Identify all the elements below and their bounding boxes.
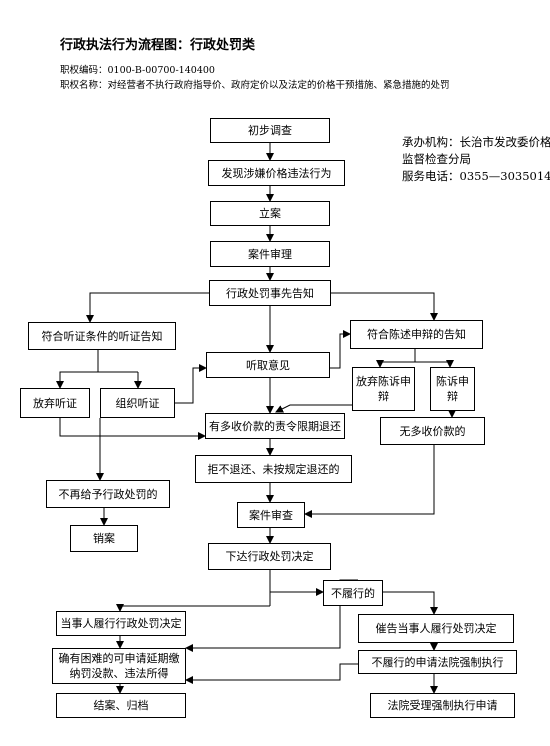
agency-text: 承办机构：长治市发改委价格监督检查分局 [402, 135, 550, 166]
node-party-complies: 当事人履行行政处罚决定 [56, 611, 186, 636]
node-close-case: 销案 [70, 525, 138, 552]
node-discover-violation: 发现涉嫌价格违法行为 [208, 160, 345, 186]
node-apply-enforcement: 不履行的申请法院强制执行 [358, 650, 517, 674]
node-issue-decision: 下达行政处罚决定 [208, 543, 331, 570]
node-urge-comply: 催告当事人履行处罚决定 [358, 614, 514, 643]
node-order-refund: 有多收价款的责令限期退还 [205, 413, 345, 439]
node-court-accepts: 法院受理强制执行申请 [370, 693, 515, 718]
node-state-defense: 陈诉申辩 [430, 367, 475, 411]
node-hardship-deferral: 确有困难的可申请延期缴纳罚没款、违法所得 [52, 648, 186, 684]
node-no-penalty: 不再给予行政处罚的 [46, 480, 170, 508]
node-waive-hearing: 放弃听证 [20, 388, 90, 418]
node-not-comply: 不履行的 [323, 580, 383, 606]
node-case-audit: 案件审查 [237, 502, 305, 528]
node-hear-opinions: 听取意见 [206, 352, 330, 378]
phone-text: 服务电话：0355—3035014 [402, 169, 550, 183]
authority-code: 职权编码：0100-B-00700-140400 [60, 65, 215, 76]
node-prior-notice: 行政处罚事先告知 [209, 280, 331, 306]
contact-info: 承办机构：长治市发改委价格监督检查分局 服务电话：0355—3035014 [402, 134, 550, 185]
node-initial-investigation: 初步调查 [210, 118, 330, 143]
node-defense-notice: 符合陈述申辩的告知 [350, 320, 483, 349]
node-waive-defense: 放弃陈诉申辩 [352, 367, 415, 411]
node-file-case: 立案 [210, 201, 330, 226]
node-case-review: 案件审理 [210, 241, 330, 267]
node-conclude-archive: 结案、归档 [56, 693, 186, 718]
authority-name: 职权名称：对经营者不执行政府指导价、政府定价以及法定的价格干预措施、紧急措施的处… [60, 80, 450, 91]
node-hearing-notice: 符合听证条件的听证告知 [28, 322, 176, 350]
node-organize-hearing: 组织听证 [100, 388, 175, 418]
node-refuse-refund: 拒不退还、未按规定退还的 [195, 455, 352, 483]
page-title: 行政执法行为流程图：行政处罚类 [60, 38, 256, 53]
node-no-overcharge: 无多收价款的 [380, 417, 485, 445]
